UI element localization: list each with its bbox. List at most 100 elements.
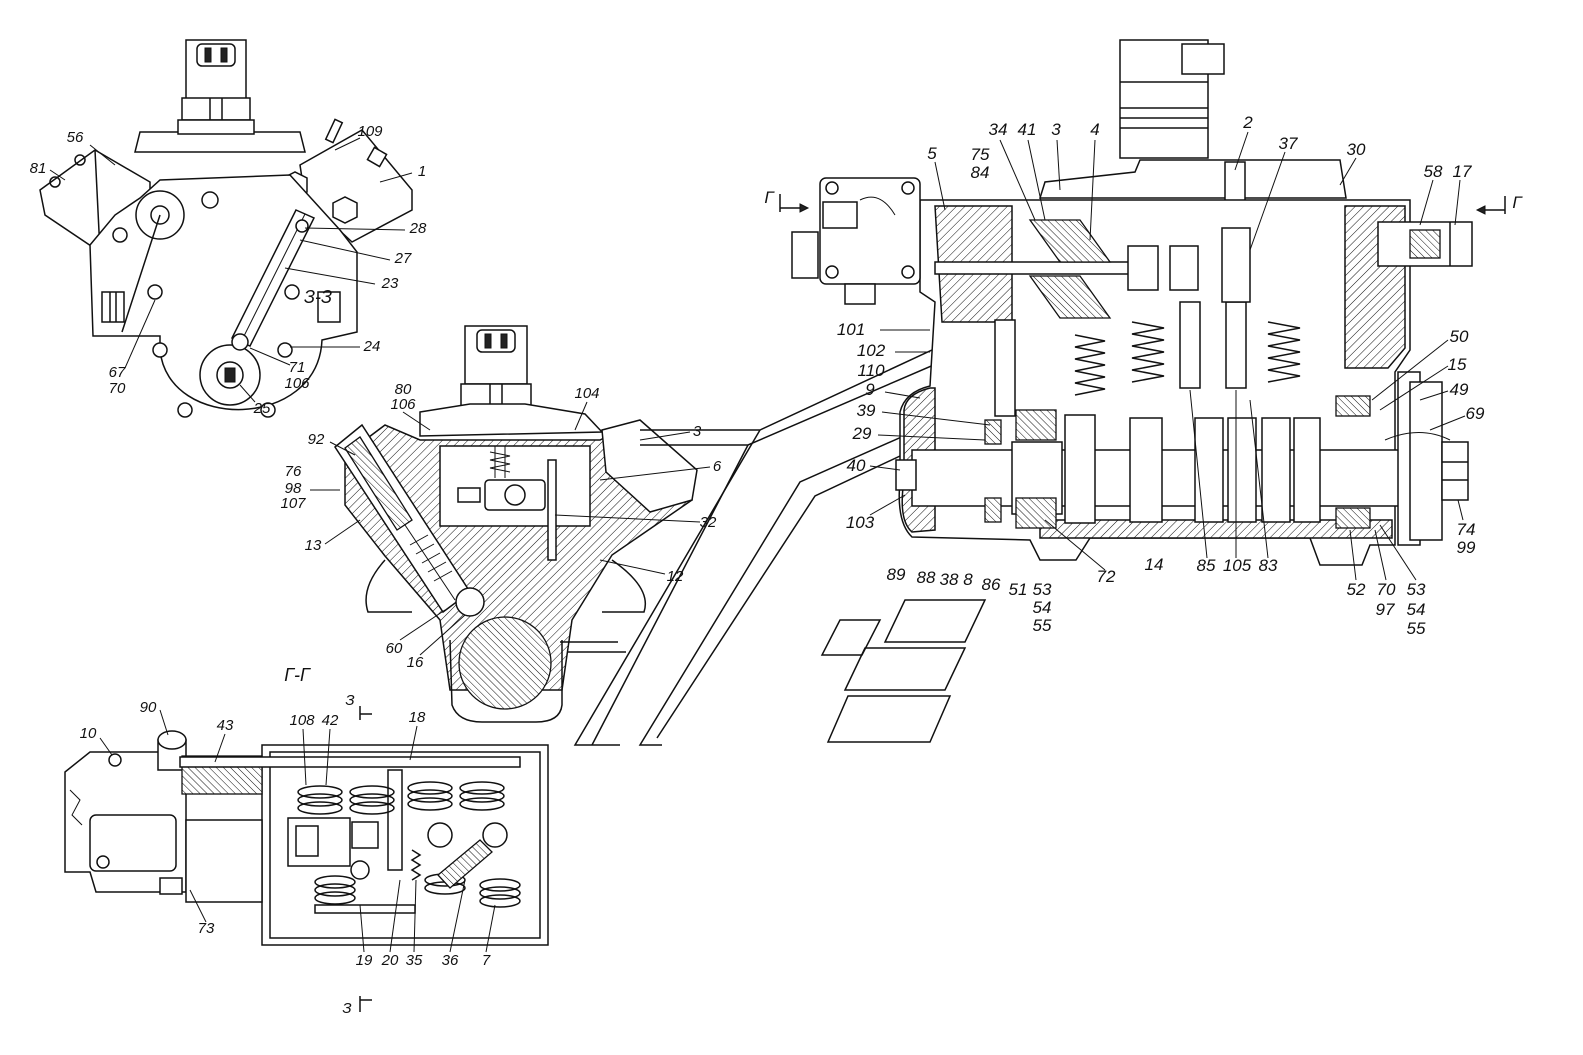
callout-label: 73 — [198, 920, 215, 937]
callout-label: 12 — [667, 568, 684, 585]
diagonal-spring — [437, 839, 493, 889]
callout-label: 106 — [390, 396, 416, 413]
left-mount-lug — [365, 559, 412, 613]
callout-label: 29 — [852, 424, 872, 443]
section-mark-label: Г — [1512, 193, 1523, 212]
callout-label: 6 — [713, 458, 722, 475]
callout-label: 13 — [305, 537, 322, 554]
callout-label: 43 — [217, 717, 234, 734]
lower-body — [449, 639, 563, 723]
callout-label: 38 — [940, 570, 959, 589]
solenoid — [181, 39, 251, 121]
callout-label: 101 — [837, 320, 865, 339]
longitudinal-section-view: Г Г — [764, 39, 1523, 638]
callout-label: 69 — [1466, 404, 1485, 423]
control-rod — [994, 319, 1016, 417]
callout-label: 18 — [409, 709, 426, 726]
callout-label: 108 — [289, 712, 315, 729]
callout-label: 50 — [1450, 327, 1469, 346]
callout-label: 40 — [847, 456, 866, 475]
callout-label: 103 — [846, 513, 875, 532]
governor-weights — [1028, 219, 1199, 319]
drive-hub — [199, 344, 261, 406]
callout-label: 53 — [1033, 580, 1052, 599]
callout-label: 8 — [963, 570, 973, 589]
callout-label: 4 — [1090, 120, 1099, 139]
callout-label: 3 — [1051, 120, 1061, 139]
leader-lines — [99, 709, 496, 953]
callout-label: 34 — [989, 120, 1008, 139]
sectioned-housing — [344, 423, 693, 691]
callout-label: 41 — [1018, 120, 1037, 139]
leader-lines — [310, 401, 711, 656]
callout-label: 88 — [917, 568, 936, 587]
callout-label: 74 — [1457, 520, 1476, 539]
callout-label: 58 — [1424, 162, 1443, 181]
callout-label: 80 — [395, 381, 412, 398]
governor-mechanism — [457, 446, 546, 511]
section-title: Г-Г — [284, 665, 311, 685]
callout-label: 60 — [386, 640, 403, 657]
callout-label: 49 — [1450, 380, 1469, 399]
callout-label: 16 — [407, 654, 424, 671]
bottom-plate — [314, 904, 416, 914]
top-cover — [1038, 159, 1347, 199]
callout-label: 90 — [140, 699, 157, 716]
leader-lines — [49, 137, 413, 403]
callout-label: 84 — [971, 163, 990, 182]
callout-label: 42 — [322, 712, 339, 729]
callout-label: 102 — [857, 341, 886, 360]
bearings — [984, 395, 1371, 529]
governor-shaft — [934, 261, 1141, 275]
governor-housing — [64, 751, 263, 903]
front-view: 56 81 109 1 28 27 23 24 71 106 25 67 70 — [30, 39, 427, 418]
callout-label: 39 — [857, 401, 876, 420]
callout-label: 70 — [109, 380, 126, 397]
callout-label: 7 — [482, 952, 491, 969]
camshaft — [895, 414, 1413, 524]
callout-label: 30 — [1347, 140, 1366, 159]
section-mark-label: Г — [764, 188, 775, 207]
section-cut-mark-left: Г — [764, 188, 810, 213]
callout-label: 52 — [1347, 580, 1366, 599]
callout-label: 17 — [1453, 162, 1472, 181]
section-cut-mark-right: Г — [1475, 193, 1523, 215]
control-lever — [230, 209, 316, 351]
callout-label: 20 — [381, 952, 399, 969]
callout-label: 70 — [1377, 580, 1396, 599]
callout-label: 53 — [1407, 580, 1426, 599]
pump-top-cover — [134, 118, 344, 153]
callout-label: 109 — [357, 123, 383, 140]
callout-label: 10 — [80, 725, 97, 742]
callout-label: 72 — [1097, 567, 1116, 586]
callout-label: 54 — [1033, 598, 1052, 617]
callout-label: 25 — [253, 400, 271, 417]
drive-coupling — [1384, 371, 1469, 546]
callout-label: 56 — [67, 129, 84, 146]
callout-label: 97 — [1376, 600, 1395, 619]
callout-label: 92 — [308, 431, 325, 448]
solenoid — [1119, 39, 1225, 159]
callout-label: 14 — [1145, 555, 1164, 574]
callout-label: 2 — [1242, 113, 1253, 132]
plunger-housings — [287, 817, 508, 880]
right-mount-lug — [602, 559, 646, 613]
callout-label: 54 — [1407, 600, 1426, 619]
callout-label: 28 — [409, 220, 427, 237]
section-cut-mark-bottom: З — [342, 996, 372, 1017]
solenoid — [460, 325, 532, 407]
callout-label: 37 — [1279, 134, 1298, 153]
section-3-3-view: З-З — [280, 287, 722, 723]
callout-label: 5 — [927, 144, 937, 163]
section-mark-label: З — [345, 692, 354, 709]
callout-label: 76 — [285, 463, 302, 480]
callout-label: 105 — [1223, 556, 1252, 575]
camshaft-section — [458, 616, 552, 710]
callout-label: 81 — [30, 160, 47, 177]
left-plunger-barrel — [334, 423, 472, 614]
callout-label: 110 — [857, 361, 885, 380]
cam-follower — [455, 587, 485, 617]
callout-label: 85 — [1197, 556, 1216, 575]
callout-label: 1 — [418, 163, 426, 180]
